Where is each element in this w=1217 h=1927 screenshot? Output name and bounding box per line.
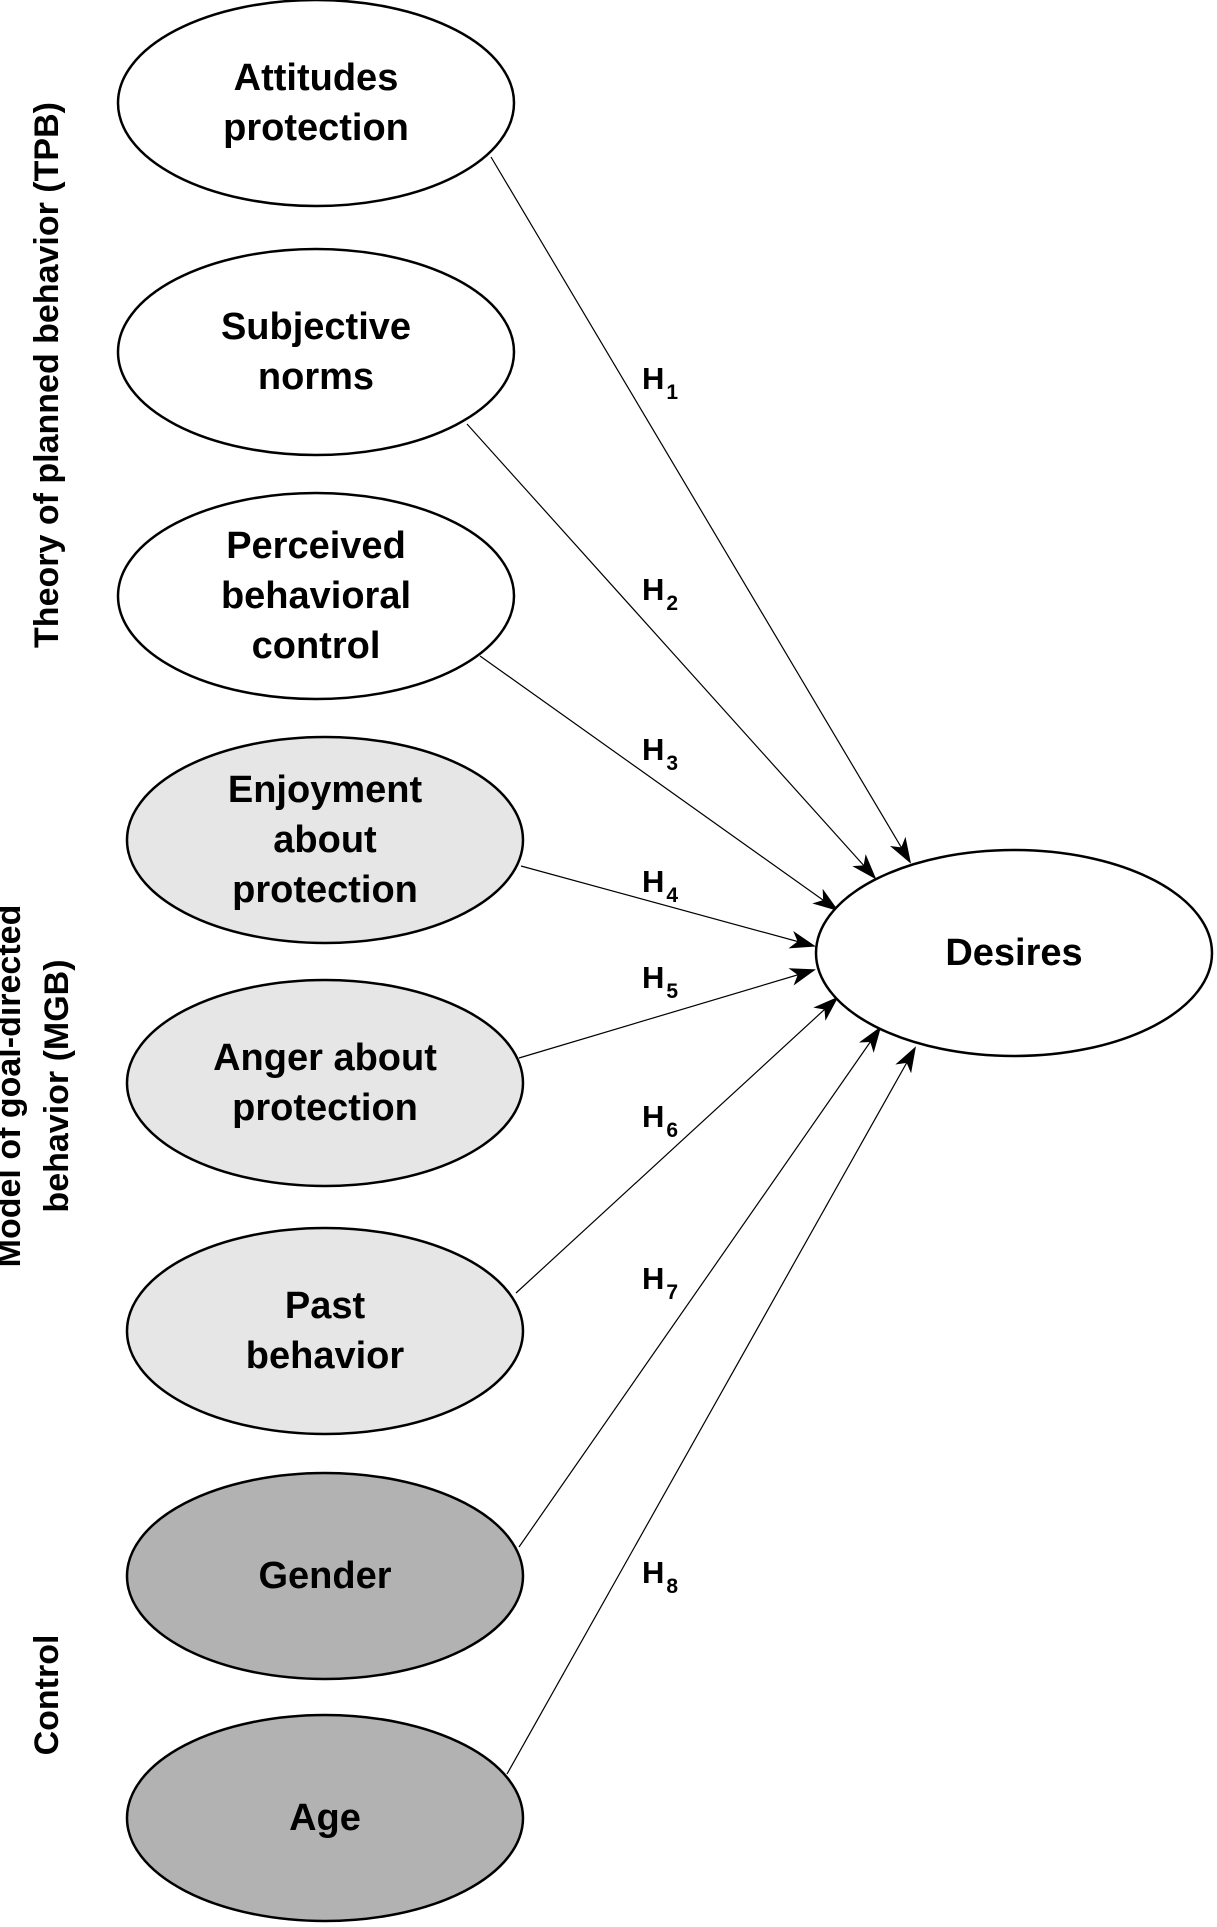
edge-perceived-control-to-desires [479, 655, 839, 912]
nodes-layer: AttitudesprotectionSubjectivenormsPercei… [116, 0, 1214, 1923]
hypothesis-subscript: 4 [666, 884, 678, 907]
node-label-line: about [273, 819, 377, 861]
node-label-line: Gender [258, 1555, 391, 1597]
node-label-line: Anger about [213, 1037, 437, 1079]
construct-node-subjective-norms: Subjective norms [116, 247, 516, 457]
node-ellipse [116, 491, 516, 701]
hypothesis-subscript: 3 [666, 752, 678, 775]
node-ellipse [116, 247, 516, 457]
hypothesis-label-h2: H2 [642, 572, 678, 615]
group-labels-layer: Theory of planned behavior (TPB) Model of… [0, 102, 76, 1755]
node-label-line: control [252, 625, 381, 667]
node-label-line: protection [223, 107, 409, 149]
edge-past-behavior-to-desires [515, 996, 839, 1294]
edge-subjective-norms-to-desires [466, 423, 877, 880]
hypothesis-letter: H [642, 1099, 664, 1134]
group-label-line: Control [28, 1635, 66, 1756]
node-label-line: behavior [246, 1335, 405, 1377]
construct-node-gender: Gender [125, 1471, 525, 1681]
group-label-control: Control [28, 1635, 66, 1756]
hypothesis-letter: H [642, 572, 664, 607]
group-label-line: Model of goal-directed [0, 905, 28, 1268]
node-ellipse [116, 0, 516, 208]
hypothesis-letter: H [642, 1555, 664, 1590]
construct-node-attitudes: Attitudes protection [116, 0, 516, 208]
node-label-line: Perceived [226, 525, 406, 567]
hypothesis-label-h6: H6 [642, 1099, 678, 1142]
node-label-line: Age [289, 1797, 361, 1839]
node-label-line: Desires [945, 932, 1082, 974]
hypothesis-subscript: 6 [666, 1119, 678, 1142]
node-ellipse [814, 848, 1214, 1058]
hypothesis-label-h1: H1 [642, 361, 678, 404]
node-ellipse [125, 1713, 525, 1923]
hypothesis-letter: H [642, 1261, 664, 1296]
group-label-line: behavior (MGB) [38, 959, 76, 1212]
edge-age-to-desires [506, 1046, 916, 1775]
construct-node-past-behavior: Past behavior [125, 1226, 525, 1436]
node-label-line: norms [258, 356, 374, 398]
construct-node-age: Age [125, 1713, 525, 1923]
node-ellipse [125, 978, 525, 1188]
node-label-line: behavioral [221, 575, 411, 617]
node-label-line: Enjoyment [228, 769, 423, 811]
hypothesis-letter: H [642, 864, 664, 899]
node-label-line: Subjective [221, 306, 411, 348]
hypothesis-subscript: 8 [666, 1575, 678, 1598]
construct-node-enjoyment: Enjoyment about protection [125, 735, 525, 945]
group-label-tpb: Theory of planned behavior (TPB) [28, 102, 66, 648]
node-label-line: protection [232, 1087, 418, 1129]
target-node-desires: Desires [814, 848, 1214, 1058]
hypothesis-letter: H [642, 732, 664, 767]
node-ellipse [125, 1226, 525, 1436]
construct-node-anger: Anger about protection [125, 978, 525, 1188]
node-ellipse [125, 1471, 525, 1681]
edge-enjoyment-to-desires [520, 865, 816, 949]
hypothesis-subscript: 1 [666, 381, 678, 404]
node-label-line: Attitudes [234, 57, 399, 99]
hypothesis-subscript: 5 [666, 980, 678, 1003]
hypothesis-letter: H [642, 960, 664, 995]
hypothesis-label-h5: H5 [642, 960, 678, 1003]
node-ellipse [125, 735, 525, 945]
node-label-line: Past [285, 1285, 366, 1327]
hypothesis-subscript: 7 [666, 1281, 678, 1304]
hypothesis-label-h4: H4 [642, 864, 678, 907]
edge-anger-to-desires [518, 968, 816, 1059]
hypothesis-subscript: 2 [666, 592, 678, 615]
edge-attitudes-to-desires [490, 156, 912, 864]
hypothesis-letter: H [642, 361, 664, 396]
edge-gender-to-desires [518, 1026, 882, 1548]
hypothesis-label-h8: H8 [642, 1555, 678, 1598]
group-label-line: Theory of planned behavior (TPB) [28, 102, 66, 648]
hypothesis-label-h7: H7 [642, 1261, 678, 1304]
node-label-line: protection [232, 869, 418, 911]
group-label-mgb: Model of goal-directed behavior (MGB) [0, 905, 76, 1268]
hypothesis-label-h3: H3 [642, 732, 678, 775]
construct-node-perceived-control: Perceived behavioral control [116, 491, 516, 701]
